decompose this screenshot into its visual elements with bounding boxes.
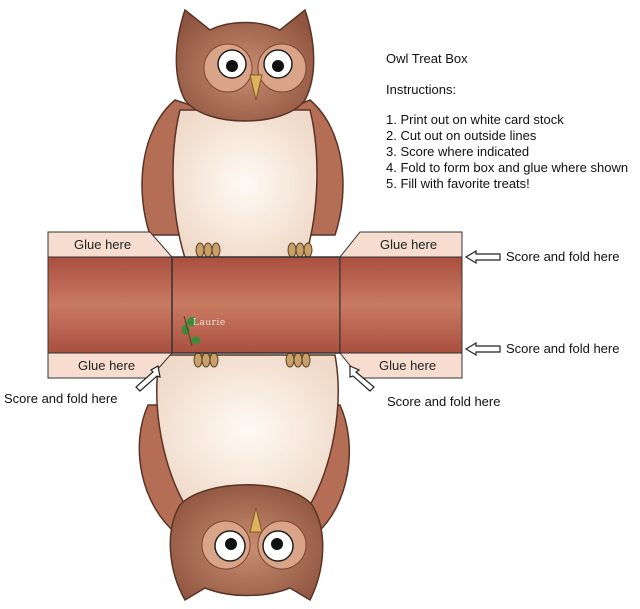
bottom-owl-eyes bbox=[214, 530, 294, 562]
instruction-steps: 1. Print out on white card stock 2. Cut … bbox=[386, 112, 628, 192]
arrow-lower-right-icon bbox=[349, 365, 375, 392]
arrow-right-bottom-icon bbox=[464, 341, 501, 357]
band-center-panel bbox=[171, 256, 341, 354]
glue-label-top-right: Glue here bbox=[380, 237, 438, 252]
bottom-owl-beak bbox=[249, 507, 263, 533]
top-owl-feet bbox=[195, 242, 313, 258]
instruction-step: 3. Score where indicated bbox=[386, 144, 530, 159]
score-arrows bbox=[135, 249, 501, 392]
signature-leaves-icon bbox=[181, 315, 201, 347]
bottom-owl-feet bbox=[193, 352, 311, 368]
top-owl-eyes bbox=[217, 49, 293, 79]
arrow-right-top-icon bbox=[464, 249, 501, 265]
glue-label-bottom-right: Glue here bbox=[379, 358, 437, 373]
glue-label-top-left: Glue here bbox=[74, 237, 132, 252]
arrow-lower-left-icon bbox=[135, 365, 161, 392]
page-title: Owl Treat Box bbox=[386, 51, 468, 66]
glue-label-bottom-left: Glue here bbox=[78, 358, 136, 373]
glue-tabs bbox=[47, 231, 463, 379]
instruction-step: 4. Fold to form box and glue where shown bbox=[386, 160, 629, 175]
band-right-panel bbox=[339, 256, 463, 354]
artist-signature: Laurie bbox=[193, 318, 226, 328]
top-owl-belly bbox=[172, 109, 318, 259]
band-left-panel bbox=[47, 256, 173, 354]
score-label-lower-left: Score and fold here bbox=[4, 391, 118, 406]
bottom-owl-belly bbox=[156, 354, 339, 506]
instructions-heading: Instructions: bbox=[386, 82, 457, 97]
bottom-owl bbox=[138, 352, 350, 602]
score-label-right-bottom: Score and fold here bbox=[506, 341, 620, 356]
top-owl bbox=[141, 8, 344, 259]
score-label-lower-right: Score and fold here bbox=[387, 394, 501, 409]
instruction-step: 2. Cut out on outside lines bbox=[386, 128, 537, 143]
top-owl-beak bbox=[249, 74, 263, 101]
instruction-step: 1. Print out on white card stock bbox=[386, 112, 564, 127]
box-band bbox=[47, 256, 463, 354]
instruction-step: 5. Fill with favorite treats! bbox=[386, 176, 530, 191]
score-label-right-top: Score and fold here bbox=[506, 249, 620, 264]
